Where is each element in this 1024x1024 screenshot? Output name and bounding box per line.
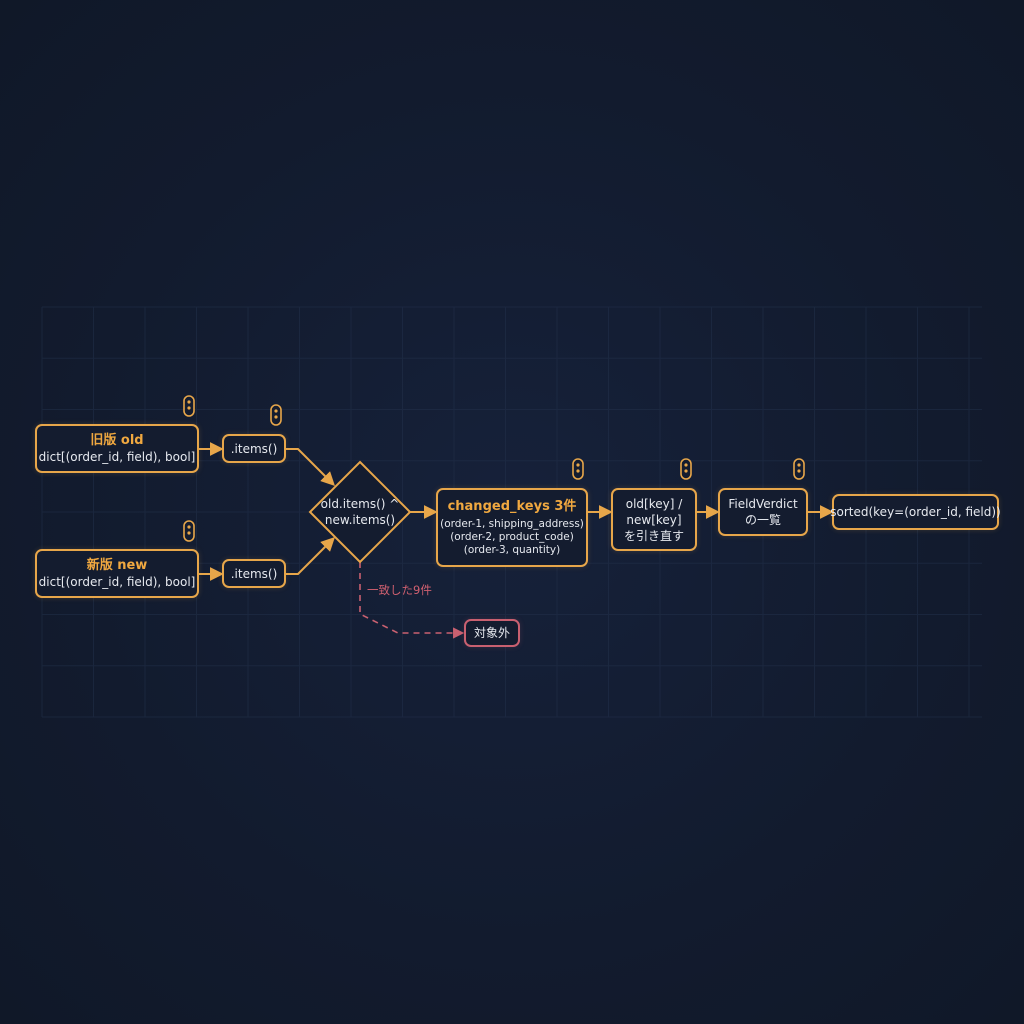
verdict-line1: FieldVerdict	[728, 497, 798, 511]
node-field-verdict[interactable]: FieldVerdict の一覧	[718, 488, 808, 536]
changed-key-item: (order-2, product_code)	[450, 531, 574, 543]
changed-keys-title: changed_keys 3件	[447, 499, 577, 514]
xor-decision-diamond[interactable]	[308, 460, 412, 564]
changed-key-item: (order-3, quantity)	[463, 544, 561, 556]
node-excluded[interactable]: 対象外	[464, 619, 520, 647]
probe-icon	[680, 458, 692, 480]
xor-label: old.items() ^ new.items()	[300, 496, 420, 528]
new-input-type: dict[(order_id, field), bool]	[38, 575, 196, 589]
probe-icon	[183, 520, 195, 542]
probe-icon	[793, 458, 805, 480]
changed-key-item: (order-1, shipping_address)	[440, 518, 584, 530]
edge-olditems-to-xor	[285, 448, 335, 486]
old-input-title: 旧版 old	[90, 433, 144, 448]
matched-edge-label: 一致した9件	[367, 583, 432, 597]
old-input-type: dict[(order_id, field), bool]	[38, 450, 196, 464]
edge-xor-to-excluded	[359, 562, 465, 639]
node-lookup[interactable]: old[key] / new[key] を引き直す	[611, 488, 697, 551]
node-sorted[interactable]: sorted(key=(order_id, field))	[830, 494, 1001, 530]
lookup-line1: old[key] /	[625, 496, 683, 511]
probe-icon	[572, 458, 584, 480]
node-old-items[interactable]: .items()	[222, 434, 286, 463]
new-items-label: .items()	[230, 566, 278, 581]
lookup-line3: を引き直す	[623, 528, 684, 543]
probe-icon	[270, 404, 282, 426]
sorted-label: sorted(key=(order_id, field))	[830, 505, 1001, 519]
probe-icon	[183, 395, 195, 417]
lookup-line2: new[key]	[626, 512, 682, 527]
node-changed-keys[interactable]: changed_keys 3件 (order-1, shipping_addre…	[436, 488, 588, 567]
node-new-input[interactable]: 新版 new dict[(order_id, field), bool]	[35, 549, 199, 598]
xor-label-line1: old.items() ^	[320, 497, 400, 511]
verdict-line2: の一覧	[744, 513, 781, 527]
old-items-label: .items()	[230, 441, 278, 456]
node-old-input[interactable]: 旧版 old dict[(order_id, field), bool]	[35, 424, 199, 473]
probe-icons	[183, 395, 805, 542]
xor-label-line2: new.items()	[324, 513, 396, 527]
edge-newitems-to-xor	[285, 537, 335, 575]
excluded-label: 対象外	[473, 626, 510, 640]
node-new-items[interactable]: .items()	[222, 559, 286, 588]
new-input-title: 新版 new	[86, 558, 148, 573]
edges	[198, 442, 834, 581]
